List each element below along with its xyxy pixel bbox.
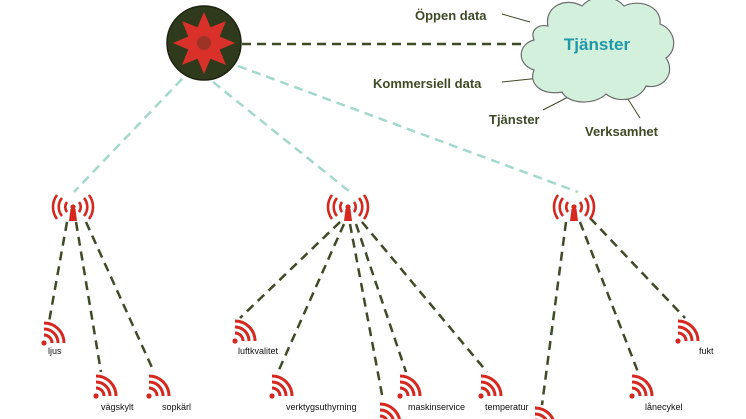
gateway-right-icon (552, 193, 596, 223)
hub-node (166, 5, 242, 81)
sensor-label-ljus: ljus (48, 346, 62, 356)
sensor-luftkvalitet-icon (230, 319, 257, 346)
link-mid-temperatur (361, 221, 488, 373)
cloud-shape (520, 0, 675, 103)
link-hub-gateway-middle (212, 81, 351, 193)
link-left-sopkarl (84, 221, 156, 373)
link-mid-luftkvalitet (239, 221, 341, 319)
sensor-label-verktygsuthyrning: verktygsuthyrning (286, 402, 357, 412)
link-hub-gateway-left (73, 78, 183, 193)
pointer-business (625, 95, 641, 119)
sensor-extra-mid-icon (375, 402, 402, 419)
sensor-label-fukt: fukt (699, 346, 714, 356)
cloud-title: Tjänster (564, 35, 631, 54)
pointer-open-data (501, 13, 531, 23)
sensor-sopkarl-icon (144, 374, 171, 401)
gateway-left-icon (51, 193, 95, 223)
link-right-lanecykel (578, 221, 640, 373)
sensor-label-luftkvalitet: luftkvalitet (238, 346, 279, 356)
label-business: Verksamhet (585, 124, 659, 139)
sensor-maskinservice-icon (395, 374, 422, 401)
sensor-label-sopkarl: sopkärl (162, 402, 191, 412)
hub-to-gateway-links (73, 64, 579, 194)
link-mid-extra (348, 223, 385, 401)
link-hub-gateway-right (237, 64, 579, 194)
cloud-pointer-lines (501, 13, 641, 119)
sensor-labels: ljus vägskylt sopkärl luftkvalitet verkt… (48, 346, 714, 412)
sensor-label-lanecykel: lånecykel (645, 402, 683, 412)
label-commercial-data: Kommersiell data (373, 76, 482, 91)
sensor-lanecykel-icon (627, 374, 654, 401)
gateways (51, 193, 596, 223)
sensor-links (47, 42, 686, 406)
link-left-vagskylt (74, 221, 103, 373)
link-right-extra (540, 221, 568, 406)
link-mid-verktygsuthyrning (276, 223, 346, 373)
label-open-data: Öppen data (415, 8, 487, 23)
link-mid-maskinservice (354, 223, 408, 373)
label-services: Tjänster (489, 112, 540, 127)
star-gear-icon (173, 12, 235, 74)
gateway-middle-icon (326, 193, 370, 223)
sensor-extra-right-icon (530, 406, 557, 419)
services-cloud: Tjänster (520, 0, 675, 103)
link-right-fukt (589, 217, 686, 319)
sensor-label-temperatur: temperatur (485, 402, 529, 412)
sensor-verktygsuthyrning-icon (267, 374, 294, 401)
sensor-label-maskinservice: maskinservice (408, 402, 465, 412)
sensor-temperatur-icon (476, 374, 503, 401)
sensor-vagskylt-icon (91, 374, 118, 401)
pointer-services (542, 95, 571, 111)
sensor-fukt-icon (673, 319, 700, 346)
link-left-ljus (47, 221, 69, 323)
sensor-label-vagskylt: vägskylt (101, 402, 134, 412)
sensor-ljus-icon (39, 321, 66, 348)
